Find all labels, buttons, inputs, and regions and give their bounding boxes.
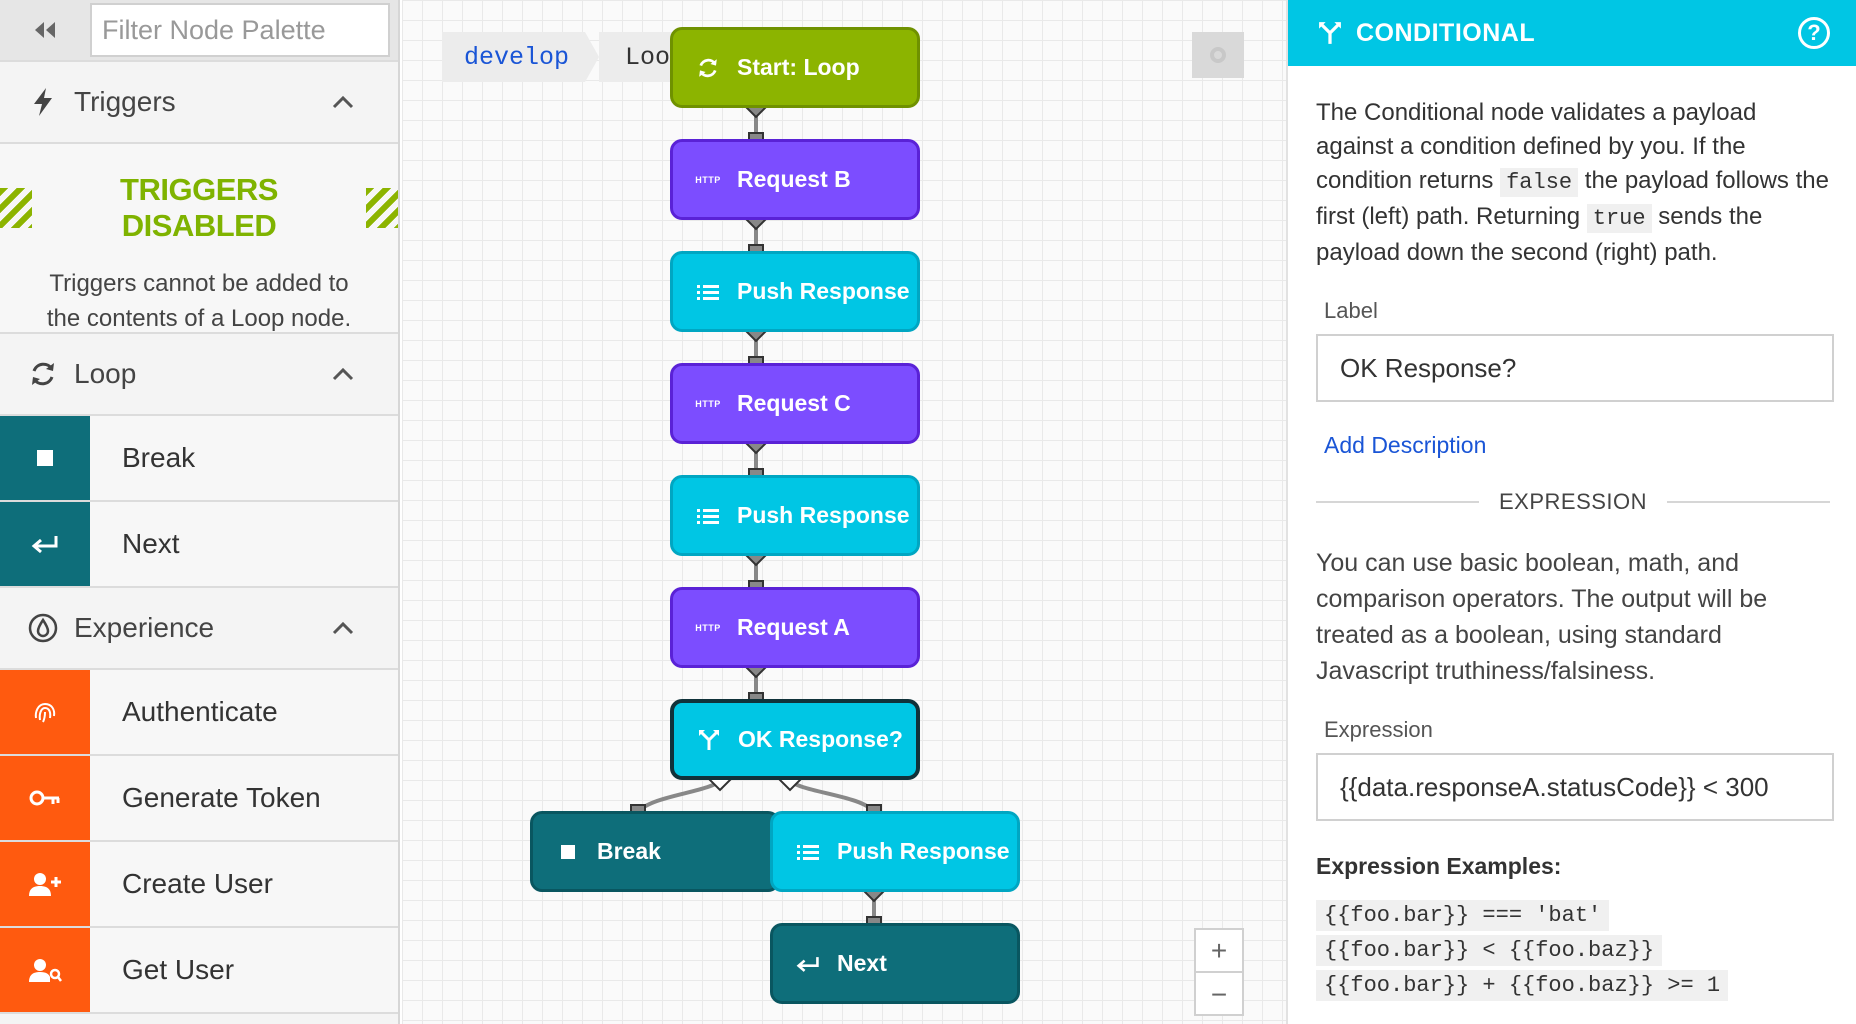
section-experience[interactable]: Experience — [0, 588, 398, 670]
zoom-controls: + − — [1194, 928, 1244, 1016]
node-label: Request B — [737, 166, 851, 192]
node-start-loop[interactable]: Start: Loop — [670, 27, 920, 108]
node-conditional-selected[interactable]: OK Response? — [670, 699, 920, 780]
palette-header — [0, 0, 398, 62]
palette-item-label: Generate Token — [122, 782, 321, 813]
label-input[interactable] — [1316, 334, 1834, 402]
lightning-icon — [28, 87, 58, 117]
chevron-up-icon — [328, 95, 358, 109]
palette-item-generate-token[interactable]: Generate Token — [0, 756, 398, 842]
list-icon — [793, 844, 823, 860]
triggers-disabled-title: TRIGGERS DISABLED — [120, 172, 278, 243]
filter-node-palette-input[interactable] — [90, 3, 390, 57]
zoom-out-button[interactable]: − — [1210, 978, 1228, 1010]
panel-title: CONDITIONAL — [1356, 18, 1536, 47]
expression-field-label: Expression — [1324, 717, 1433, 742]
hazard-stripes-icon — [0, 188, 32, 228]
http-icon: HTTP — [695, 622, 721, 633]
canvas-settings-button[interactable] — [1192, 32, 1244, 78]
node-push-response[interactable]: Push Response — [770, 811, 1020, 892]
node-label: Request C — [737, 390, 851, 416]
palette-item-create-user[interactable]: Create User — [0, 842, 398, 928]
add-user-icon — [29, 873, 61, 896]
return-arrow-icon — [793, 955, 823, 973]
node-label: Push Response — [737, 502, 910, 528]
list-icon — [693, 284, 723, 300]
section-triggers[interactable]: Triggers — [0, 62, 398, 144]
node-palette: Triggers TRIGGERS DISABLED Triggers cann… — [0, 0, 400, 1024]
node-label: Start: Loop — [737, 54, 860, 80]
triggers-disabled-notice: TRIGGERS DISABLED Triggers cannot be add… — [0, 144, 398, 334]
stop-square-icon — [553, 844, 583, 859]
section-experience-label: Experience — [74, 612, 215, 643]
expression-section-divider: EXPRESSION — [1316, 489, 1831, 515]
search-user-icon — [29, 959, 62, 982]
expression-example: {{foo.bar}} < {{foo.baz}} — [1316, 935, 1663, 966]
node-break[interactable]: Break — [530, 811, 780, 892]
node-next[interactable]: Next — [770, 923, 1020, 1004]
section-loop-label: Loop — [74, 358, 137, 389]
expression-section-title: EXPRESSION — [1498, 489, 1648, 514]
loop-icon — [28, 359, 58, 389]
double-chevron-left-icon — [35, 22, 55, 38]
expression-examples-title: Expression Examples: — [1316, 853, 1562, 879]
breadcrumb-develop[interactable]: develop — [442, 32, 599, 82]
http-icon: HTTP — [695, 174, 721, 185]
http-icon: HTTP — [695, 398, 721, 409]
section-triggers-label: Triggers — [74, 86, 176, 117]
node-label: Request A — [737, 614, 850, 640]
node-request-a[interactable]: HTTP Request A — [670, 587, 920, 668]
return-arrow-icon — [31, 536, 58, 554]
chevron-up-icon — [328, 367, 358, 381]
palette-item-label: Create User — [122, 868, 273, 899]
list-icon — [693, 508, 723, 524]
palette-item-label: Get User — [122, 954, 235, 985]
panel-header: CONDITIONAL ? — [1288, 0, 1856, 66]
expression-examples: {{foo.bar}} === 'bat' {{foo.bar}} < {{fo… — [1316, 900, 1830, 1001]
droplet-icon — [28, 613, 58, 643]
node-label: Next — [837, 950, 887, 976]
node-push-response[interactable]: Push Response — [670, 251, 920, 332]
expression-help-text: You can use basic boolean, math, and com… — [1316, 549, 1768, 685]
fingerprint-icon — [34, 702, 56, 723]
palette-item-get-user[interactable]: Get User — [0, 928, 398, 1014]
collapse-palette-button[interactable] — [0, 0, 90, 61]
stop-square-icon — [37, 450, 53, 466]
palette-item-label: Next — [122, 528, 180, 559]
help-icon[interactable]: ? — [1798, 17, 1830, 49]
chevron-up-icon — [328, 621, 358, 635]
node-description: The Conditional node validates a payload… — [1316, 99, 1829, 266]
node-push-response[interactable]: Push Response — [670, 475, 920, 556]
fork-icon — [694, 729, 724, 751]
palette-item-authenticate[interactable]: Authenticate — [0, 670, 398, 756]
triggers-disabled-text: Triggers cannot be added to the contents… — [46, 270, 352, 332]
breadcrumb: develop Loop — [442, 32, 708, 82]
expression-example: {{foo.bar}} + {{foo.baz}} >= 1 — [1316, 970, 1729, 1001]
node-request-c[interactable]: HTTP Request C — [670, 363, 920, 444]
node-label: Push Response — [837, 838, 1010, 864]
section-loop[interactable]: Loop — [0, 334, 398, 416]
workflow-canvas[interactable]: develop Loop Start: Loop HTTP Request B … — [402, 0, 1286, 1024]
gear-icon — [1210, 47, 1226, 63]
palette-item-next[interactable]: Next — [0, 502, 398, 588]
zoom-in-button[interactable]: + — [1196, 930, 1242, 973]
key-icon — [29, 790, 60, 806]
expression-input[interactable] — [1316, 753, 1834, 821]
hazard-stripes-icon — [366, 188, 398, 228]
expression-example: {{foo.bar}} === 'bat' — [1316, 900, 1610, 931]
node-label: Push Response — [737, 278, 910, 304]
palette-item-label: Break — [122, 442, 196, 473]
node-request-b[interactable]: HTTP Request B — [670, 139, 920, 220]
fork-icon — [1319, 22, 1341, 44]
palette-item-label: Authenticate — [122, 696, 278, 727]
loop-icon — [693, 56, 723, 80]
add-description-link[interactable]: Add Description — [1324, 432, 1487, 458]
palette-item-break[interactable]: Break — [0, 416, 398, 502]
node-label: Break — [597, 838, 661, 864]
label-field-label: Label — [1324, 298, 1378, 323]
node-properties-panel: CONDITIONAL ? The Conditional node valid… — [1286, 0, 1856, 1024]
node-label: OK Response? — [738, 726, 903, 752]
